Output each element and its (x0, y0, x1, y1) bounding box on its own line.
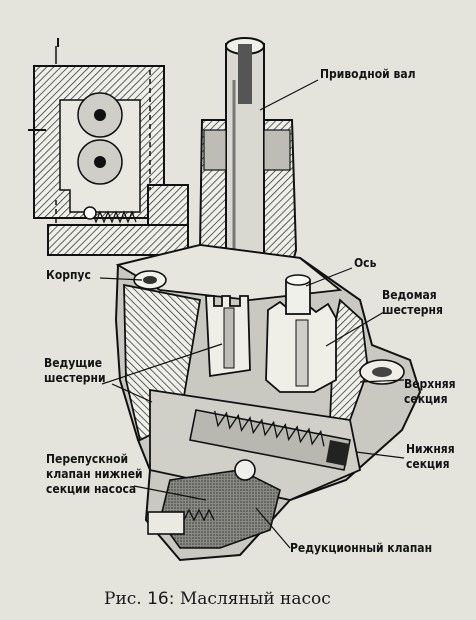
figure-caption: Рис. 16: Масляный насос (104, 589, 331, 609)
lower-section (149, 388, 362, 501)
driven-gear (265, 300, 337, 393)
caption-title: Масляный насос (179, 589, 331, 609)
lower-section-label-line-1: Нижняя (406, 442, 455, 456)
upper-section-label: Верхняя секция (404, 377, 456, 407)
lower-section-label-line-2: секция (406, 457, 450, 471)
driving-gears-label: Ведущие шестерни (44, 356, 106, 386)
driving-gear (205, 295, 251, 378)
leader-lines (99, 79, 405, 549)
bypass-valve-label: Перепускной клапан нижней секции насоса (46, 452, 143, 497)
upper-section-label-line-2: секция (404, 392, 448, 406)
caption-prefix: Рис. (104, 589, 142, 609)
driving-gears-label-line-1: Ведущие (44, 356, 103, 370)
inset-upper-gear (77, 92, 123, 138)
driven-gear-label-line-2: шестерня (382, 303, 443, 317)
inset-section-diagram (28, 46, 189, 256)
driven-gear-label: Ведомая шестерня (382, 288, 443, 318)
bypass-valve-label-line-1: Перепускной (46, 452, 129, 466)
inset-marker-label: I (56, 36, 61, 50)
caption-number: 16: (147, 589, 175, 609)
axis-label: Ось (354, 256, 377, 270)
reducing-valve (147, 459, 281, 549)
lower-section-label: Нижняя секция (406, 442, 455, 472)
bypass-valve-label-line-3: секции насоса (46, 482, 137, 496)
axis-pin (285, 274, 311, 315)
bypass-valve-label-line-2: клапан нижней (46, 467, 143, 481)
drive-shaft-label: Приводной вал (320, 67, 416, 81)
inset-lower-gear (77, 139, 123, 185)
upper-section-boss (359, 359, 405, 385)
reducing-valve-label: Редукционный клапан (290, 541, 433, 555)
driving-gears-label-line-2: шестерни (44, 371, 106, 385)
upper-section-label-line-1: Верхняя (404, 377, 456, 391)
driven-gear-label-line-1: Ведомая (382, 288, 437, 302)
housing-label: Корпус (46, 268, 91, 282)
housing-bolt-hole (133, 270, 167, 290)
